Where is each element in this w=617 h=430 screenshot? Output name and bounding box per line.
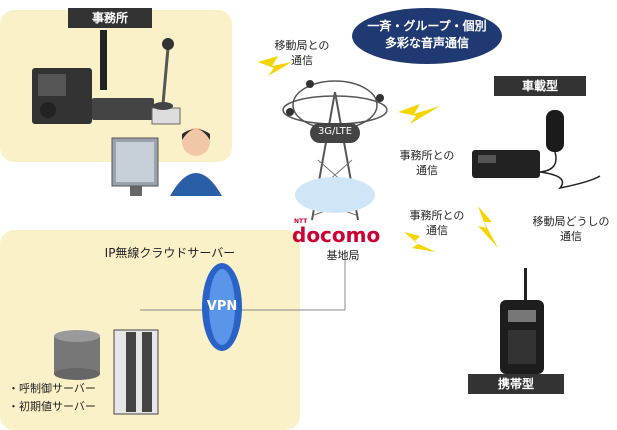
- database-icon: [54, 330, 100, 380]
- lightning-icon: [478, 206, 498, 248]
- mobile-mobile-link-label: 移動局どうしの 通信: [528, 214, 614, 244]
- cloud-title: IP無線クラウドサーバー: [104, 246, 236, 260]
- office-label: 事務所: [68, 8, 152, 28]
- vehicle-label: 車載型: [494, 76, 586, 96]
- tower-badge: 3G/LTE: [317, 126, 353, 137]
- server-item: ・初期値サーバー: [8, 400, 96, 413]
- desk-microphone-icon: [153, 38, 174, 110]
- docomo-ntt: NTT: [294, 218, 308, 225]
- tower-icon: [282, 80, 388, 221]
- link-text-line: 通信: [416, 164, 438, 177]
- monitor-icon: [111, 137, 159, 196]
- server-list: ・呼制御サーバー ・初期値サーバー: [8, 380, 118, 416]
- bubble-line1: 一斉・グループ・個別: [367, 19, 487, 33]
- communication-bubble: 一斉・グループ・個別 多彩な音声通信: [352, 8, 502, 64]
- link-text-line: 事務所との: [399, 149, 455, 162]
- base-station-label: 基地局: [326, 249, 360, 262]
- link-text-line: 通信: [560, 230, 582, 243]
- bubble-line2: 多彩な音声通信: [384, 36, 469, 50]
- lightning-icon: [398, 104, 440, 124]
- office-handheld-link-label: 事務所との 通信: [402, 208, 472, 238]
- link-text-line: 移動局との: [274, 39, 330, 52]
- office-radio-base-icon: [32, 30, 181, 125]
- vpn-label: VPN: [206, 299, 238, 314]
- link-text-line: 移動局どうしの: [532, 215, 610, 228]
- docomo-wordmark: docomo: [292, 223, 381, 247]
- operator-icon: [170, 128, 222, 196]
- lightning-icon: [404, 232, 436, 252]
- docomo-logo: NTT docomo: [292, 218, 384, 245]
- office-vehicle-link-label: 事務所との 通信: [392, 148, 462, 178]
- handheld-radio-icon: [500, 268, 544, 374]
- server-item: ・呼制御サーバー: [8, 382, 96, 395]
- server-rack-icon: [113, 329, 159, 415]
- link-text-line: 事務所との: [409, 209, 465, 222]
- lightning-icon: [258, 56, 292, 76]
- office-mobile-link-label: 移動局との 通信: [262, 38, 342, 68]
- vehicle-radio-icon: [472, 110, 601, 190]
- link-text-line: 通信: [291, 54, 313, 67]
- link-text-line: 通信: [426, 224, 448, 237]
- handheld-label: 携帯型: [468, 374, 564, 394]
